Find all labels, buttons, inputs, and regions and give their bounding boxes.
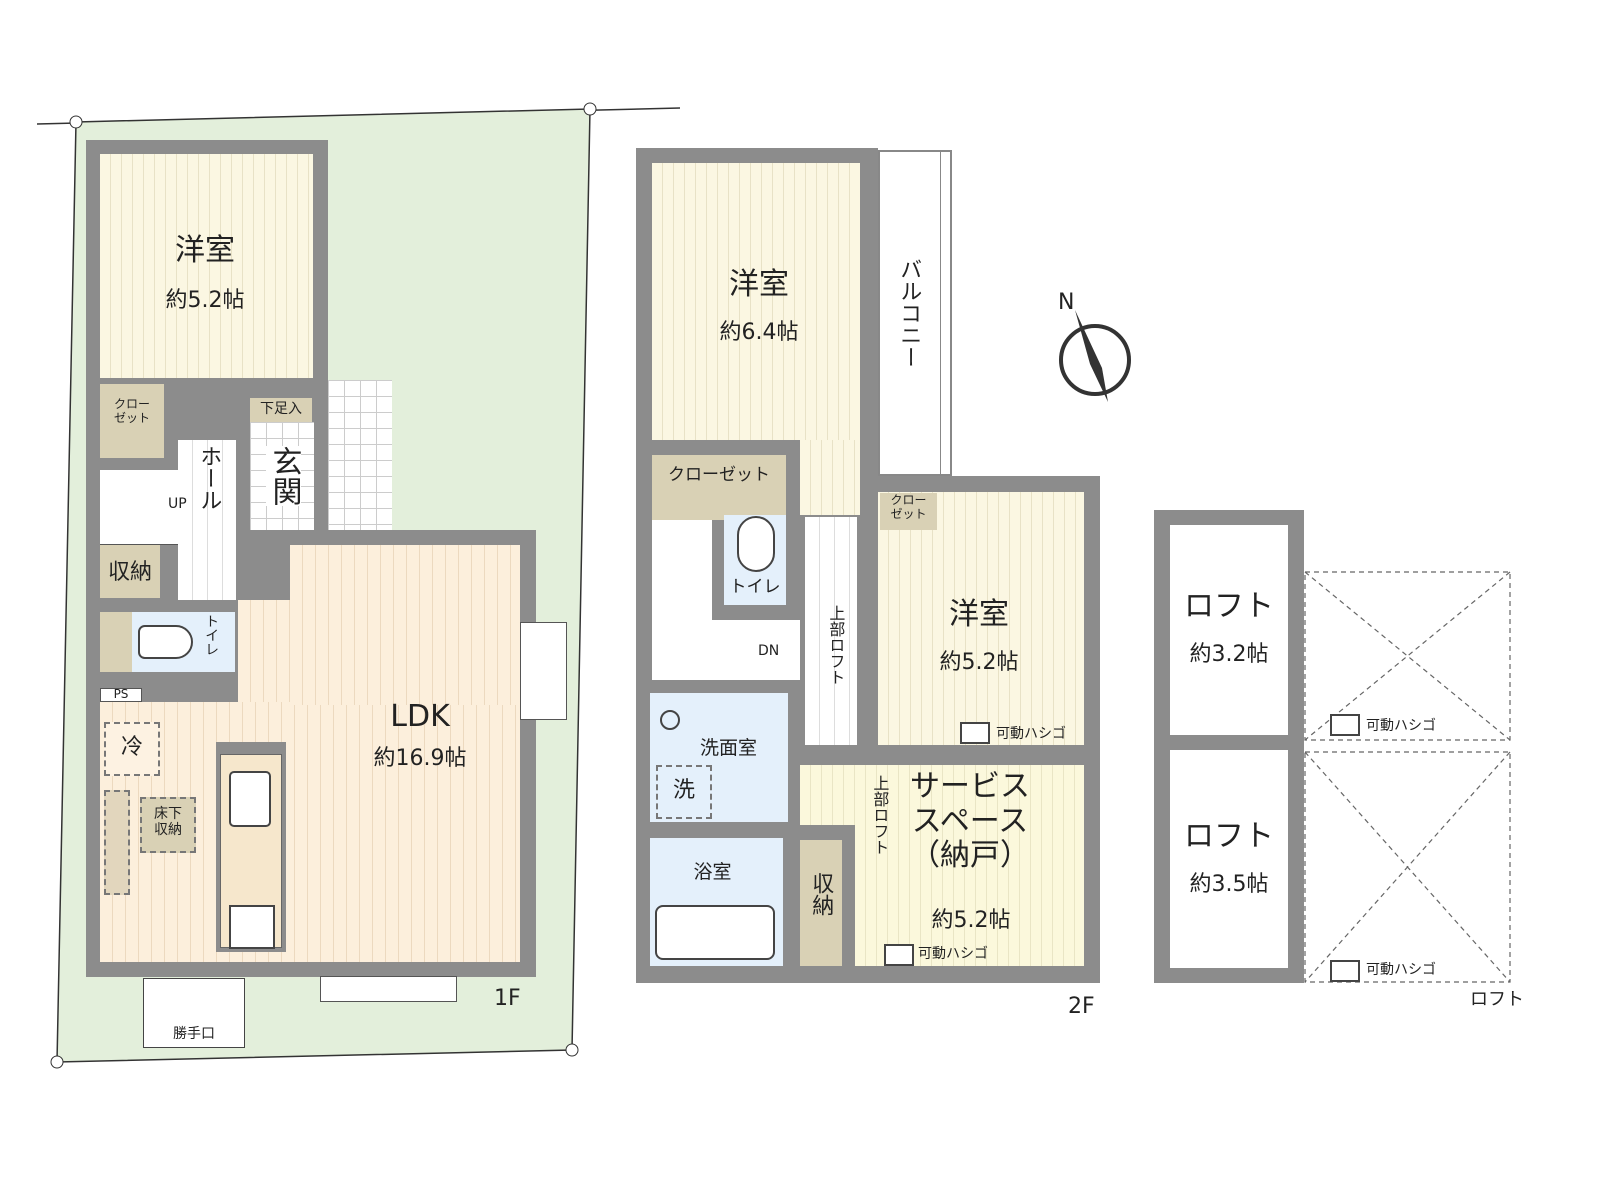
ladder-hatch[interactable] (1330, 960, 1360, 982)
bathtub-icon (655, 905, 775, 960)
fridge-space (104, 722, 160, 776)
service-space (855, 765, 1084, 966)
shoe-storage (250, 398, 312, 422)
sink-icon (229, 771, 271, 827)
balcony (878, 150, 952, 476)
loft-size: 約3.2帖 (1189, 642, 1269, 667)
toilet-icon (138, 625, 193, 659)
compass-icon (1059, 310, 1131, 402)
compass-north: N (1058, 290, 1075, 315)
closet-label: クロー ゼット (113, 397, 150, 425)
stairs-up-label: UP (168, 496, 187, 512)
room-western-2f-b (878, 492, 1084, 745)
ladder-label: 可動ハシゴ (1366, 962, 1436, 979)
room-size: 約5.2帖 (939, 650, 1019, 675)
service-space-name: サービス スペース （納戸） (910, 769, 1030, 873)
loft-size: 約3.5帖 (1189, 872, 1269, 897)
washroom-label: 洗面室 (700, 737, 758, 759)
room-name: 洋室 (175, 233, 235, 268)
ladder-hatch[interactable] (960, 722, 990, 744)
ldk-name: LDK (390, 699, 450, 734)
closet (880, 493, 937, 530)
window (320, 976, 457, 1002)
room-size: 約6.4帖 (719, 320, 799, 345)
bay-window (520, 622, 567, 720)
room-western-2f-a (800, 440, 860, 515)
upper-loft-label: 上部ロフト (870, 775, 890, 855)
stairs-down-label: DN (758, 643, 780, 659)
storage (800, 840, 842, 966)
loft-room-2 (1170, 750, 1288, 968)
floor-label-1f: 1F (494, 986, 521, 1011)
toilet-icon (737, 516, 775, 572)
ladder-label: 可動ハシゴ (918, 946, 988, 962)
service-space (800, 765, 856, 825)
back-door-step[interactable] (143, 978, 245, 1048)
room-western-1f (100, 154, 313, 378)
room-size: 約5.2帖 (165, 288, 245, 313)
hall (178, 440, 236, 600)
hall-label: ホール (196, 445, 222, 511)
void-area (1304, 571, 1511, 983)
storage-label: 収納 (107, 560, 152, 585)
upper-loft-corridor (805, 517, 857, 745)
shoe-storage-label: 下足入 (260, 401, 302, 417)
porch (328, 380, 392, 530)
balcony-label: バルコニー (896, 258, 922, 368)
floor-label-loft: ロフト (1470, 989, 1524, 1010)
ldk-size: 約16.9帖 (373, 746, 467, 771)
washbasin-icon (660, 710, 680, 730)
toilet-label: トイレ (203, 614, 220, 656)
closet-label: クロー ゼット (890, 493, 927, 521)
ldk (238, 600, 290, 702)
kitchen-shelf (104, 790, 130, 895)
loft-name: ロフト (1184, 819, 1274, 854)
ladder-label: 可動ハシゴ (1366, 718, 1436, 735)
washer-label: 洗 (672, 778, 695, 803)
ladder-hatch[interactable] (884, 944, 914, 966)
stairs-1f[interactable] (100, 470, 178, 545)
bathroom-label: 浴室 (693, 861, 732, 883)
closet-label: クローゼット (668, 465, 770, 485)
fridge-label: 冷 (120, 735, 143, 760)
storage (100, 545, 160, 598)
underfloor-storage (140, 797, 196, 853)
pipe-space (100, 688, 142, 702)
closet (100, 384, 164, 458)
entrance-label: 玄関 (266, 446, 302, 506)
floor-label-2f: 2F (1068, 994, 1095, 1019)
room-name: 洋室 (729, 267, 789, 302)
service-space-size: 約5.2帖 (931, 908, 1011, 933)
toilet-counter (100, 612, 132, 672)
loft-room-1 (1170, 525, 1288, 735)
stairs-2f[interactable] (652, 620, 800, 680)
washer-space (656, 765, 712, 819)
closet (652, 455, 786, 520)
toilet-label: トイレ (729, 577, 781, 597)
ldk (290, 545, 520, 705)
stove-icon (229, 905, 275, 949)
ladder-hatch[interactable] (1330, 714, 1360, 736)
loft-name: ロフト (1184, 589, 1274, 624)
ps-label: PS (113, 687, 129, 701)
kitchen-counter (216, 742, 286, 952)
room-western-2f-a (652, 163, 860, 440)
storage-label: 収納 (808, 872, 834, 916)
back-door-label: 勝手口 (173, 1026, 215, 1042)
upper-loft-label: 上部ロフト (826, 605, 846, 685)
room-name: 洋室 (949, 597, 1009, 632)
underfloor-storage-label: 床下 収納 (154, 806, 182, 839)
ladder-label: 可動ハシゴ (996, 726, 1066, 742)
